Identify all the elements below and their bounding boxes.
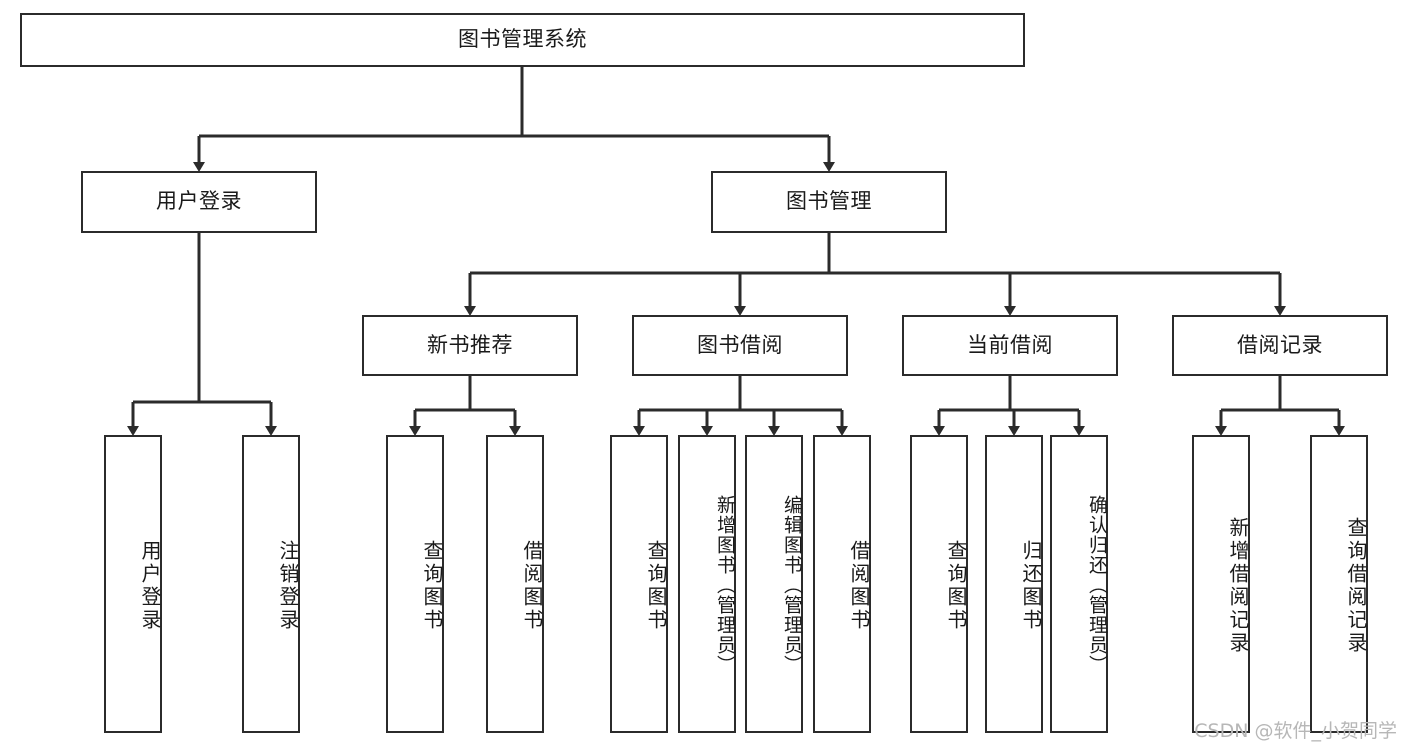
node-label: 用户登录 [138,540,162,632]
node-label: 查询图书 [644,540,668,632]
node-book-management-system[interactable]: 图书管理系统 [20,13,1025,67]
node-label: 图书管理 [786,189,872,214]
node-label: 当前借阅 [967,332,1053,357]
node-new-book-recommendation[interactable]: 新书推荐 [362,315,578,376]
node-label: 借阅图书 [847,540,871,632]
node-book-borrow[interactable]: 图书借阅 [632,315,848,376]
node-label: 确认归还（管理员） [1086,495,1108,675]
node-label: 图书管理系统 [458,27,587,52]
node-label: 新增借阅记录 [1226,517,1250,655]
node-label: 编辑图书（管理员） [781,495,803,675]
node-label: 查询图书 [944,540,968,632]
node-leaf-query-book-recommendation[interactable]: 查询图书 [386,435,444,733]
node-label: 注销登录 [276,540,300,632]
node-label: 新书推荐 [427,332,513,357]
node-label: 查询图书 [420,540,444,632]
node-leaf-add-borrow-record[interactable]: 新增借阅记录 [1192,435,1250,733]
node-leaf-query-book-current[interactable]: 查询图书 [910,435,968,733]
node-current-borrow[interactable]: 当前借阅 [902,315,1118,376]
node-label: 借阅图书 [520,540,544,632]
node-label: 用户登录 [156,189,242,214]
node-label: 借阅记录 [1237,332,1323,357]
node-leaf-borrow-book[interactable]: 借阅图书 [813,435,871,733]
node-leaf-confirm-return-admin[interactable]: 确认归还（管理员） [1050,435,1108,733]
node-leaf-query-borrow-record[interactable]: 查询借阅记录 [1310,435,1368,733]
node-leaf-edit-book-admin[interactable]: 编辑图书（管理员） [745,435,803,733]
node-leaf-user-login[interactable]: 用户登录 [104,435,162,733]
node-label: 归还图书 [1019,540,1043,632]
node-label: 图书借阅 [697,332,783,357]
node-leaf-user-logout[interactable]: 注销登录 [242,435,300,733]
node-label: 查询借阅记录 [1344,517,1368,655]
node-book-management[interactable]: 图书管理 [711,171,947,233]
node-user-login[interactable]: 用户登录 [81,171,317,233]
node-leaf-borrow-book-recommendation[interactable]: 借阅图书 [486,435,544,733]
node-borrow-record[interactable]: 借阅记录 [1172,315,1388,376]
node-label: 新增图书（管理员） [714,495,736,675]
node-leaf-return-book[interactable]: 归还图书 [985,435,1043,733]
node-leaf-add-book-admin[interactable]: 新增图书（管理员） [678,435,736,733]
csdn-watermark: CSDN @软件_小贺同学 [1194,720,1397,742]
node-leaf-query-book-borrow[interactable]: 查询图书 [610,435,668,733]
